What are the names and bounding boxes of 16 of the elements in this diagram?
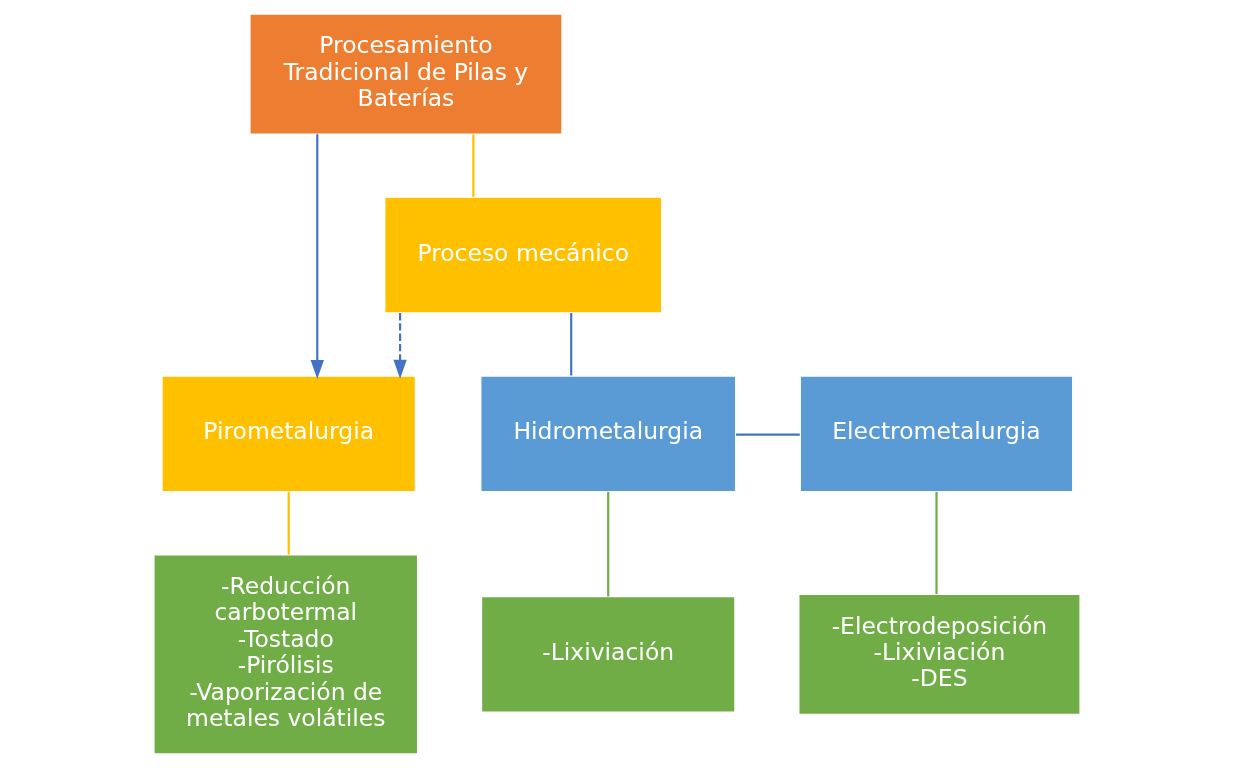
node-box: -Lixiviación	[480, 595, 736, 714]
node-box: -Reducción carbotermal -Tostado -Pirólisis -Vaporización de metales volátiles	[152, 554, 418, 755]
connector	[471, 134, 474, 197]
node-box: Electrometalurgia	[798, 375, 1074, 493]
node-box: Procesamiento Tradicional de Pilas y Baterías	[248, 13, 563, 135]
arrow	[310, 134, 324, 380]
connector	[569, 313, 572, 376]
connector	[735, 433, 800, 436]
connector	[606, 491, 609, 597]
arrow	[392, 313, 407, 379]
node-box: Pirometalurgia	[160, 375, 416, 493]
node-box: -Electrodeposición -Lixiviación -DES	[797, 593, 1081, 716]
connector	[934, 491, 938, 595]
node-box: Hidrometalurgia	[479, 375, 736, 493]
connector	[287, 491, 290, 555]
node-box: Proceso mecánico	[383, 196, 662, 314]
